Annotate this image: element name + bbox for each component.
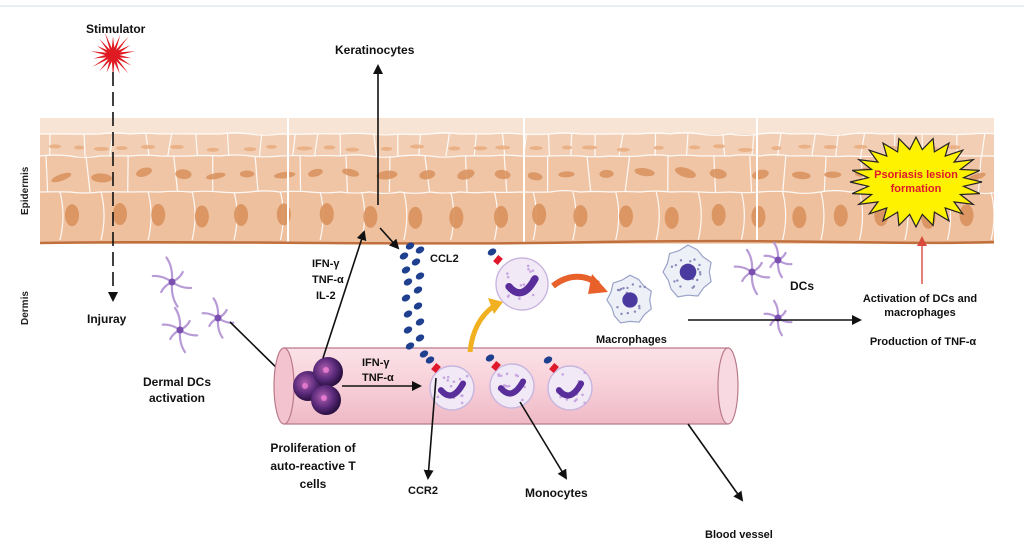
psoriasis-label-line1: Psoriasis lesion xyxy=(874,169,958,181)
dermis-label: Dermis xyxy=(20,291,31,325)
monocytes-in-vessel xyxy=(425,354,593,411)
blood-vessel-arrow xyxy=(687,423,744,502)
right-dendritic-cells xyxy=(733,241,793,337)
macrophages xyxy=(606,244,712,324)
stimulator-icon xyxy=(90,32,136,78)
migrated-monocyte xyxy=(487,248,549,311)
proliferation-label-line1: Proliferation of xyxy=(270,441,356,455)
epidermis-label: Epidermis xyxy=(20,166,31,215)
keratinocyte-to-ccl2-arrow xyxy=(379,227,400,250)
monocytes-arrow xyxy=(519,401,568,480)
ccr2-arrow xyxy=(423,377,437,480)
cytokine-ifn-up: IFN-γ xyxy=(312,258,340,270)
stimulator-label: Stimulator xyxy=(86,22,146,36)
proliferation-label-line2: auto-reactive T xyxy=(270,459,356,473)
cytokine-il2-up: IL-2 xyxy=(316,290,336,302)
cytokine-tnf-up: TNF-α xyxy=(312,274,344,286)
ccl2-label: CCL2 xyxy=(430,253,459,265)
psoriasis-lesion-burst xyxy=(849,135,983,229)
proliferation-label-line3: cells xyxy=(300,477,327,491)
macrophages-label: Macrophages xyxy=(596,334,667,346)
dcs-label: DCs xyxy=(790,279,814,293)
cytokine-tnf-vessel: TNF-α xyxy=(362,372,394,384)
differentiation-arrowhead xyxy=(588,274,608,294)
keratinocytes-label: Keratinocytes xyxy=(335,43,415,57)
ccr2-label: CCR2 xyxy=(408,485,438,497)
t-cell-cluster xyxy=(293,357,343,415)
epidermis-layer xyxy=(39,118,1001,245)
ccl2-chemokine-chain xyxy=(399,242,429,358)
tcell-to-keratinocyte-arrow xyxy=(322,230,367,359)
injury-label: Injuray xyxy=(87,312,127,326)
dermal-dcs-label-line1: Dermal DCs xyxy=(143,375,211,389)
activation-label-line1: Activation of DCs and xyxy=(863,293,977,305)
extravasation-arrowhead xyxy=(488,298,503,314)
extravasation-arrow xyxy=(467,303,496,353)
dermal-dendritic-cells xyxy=(151,256,235,354)
cytokine-ifn-vessel: IFN-γ xyxy=(362,357,390,369)
psoriasis-label-line2: formation xyxy=(891,183,942,195)
dermal-dcs-label-line2: activation xyxy=(149,391,205,405)
blood-vessel-label: Blood vessel xyxy=(705,529,773,541)
production-label: Production of TNF-α xyxy=(870,336,977,348)
monocytes-label: Monocytes xyxy=(525,486,588,500)
activation-label-line2: macrophages xyxy=(884,307,956,319)
